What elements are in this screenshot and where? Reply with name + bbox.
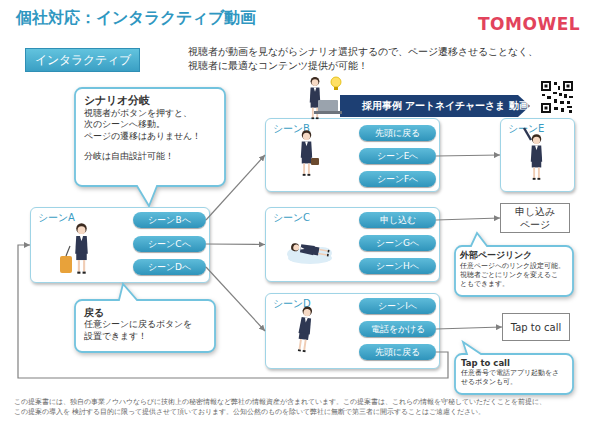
scene-button: シーンIへ: [359, 298, 436, 314]
flow-connector: [436, 327, 502, 329]
qr-code: [540, 80, 574, 114]
scene-box: シーンAシーンBへシーンCへシーンDへ: [30, 207, 210, 283]
node-text: 申し込み ページ: [506, 205, 564, 231]
node-text: 電話をかける: [371, 323, 425, 336]
node-text: シーンEへ: [377, 150, 419, 163]
scene-button: シーンEへ: [359, 148, 436, 164]
scene-button: シーンDへ: [133, 259, 206, 275]
node-text: シーンFへ: [377, 173, 418, 186]
confidential-notice: この提案書には、独自の事業ノウハウならびに技術上の秘密情報など弊社の情報資産が含…: [14, 398, 580, 418]
node-text: 先頭に戻る: [375, 346, 420, 359]
bubble-outline: [75, 88, 225, 206]
banner-arrow: [340, 95, 530, 117]
flow-connector: [436, 155, 500, 156]
node-text: Tap to call: [461, 358, 567, 369]
node-text: シナリオ分岐: [84, 94, 216, 108]
callout-bubble: Tap to call任意番号で電話アプリ起動をさ せるボタンも可。: [455, 354, 573, 394]
node-text: 戻る: [84, 306, 206, 319]
destination-box: 申し込み ページ: [500, 203, 570, 233]
node-text: 任意シーンに戻るボタンを 設置できます！: [84, 319, 206, 342]
case-banner: 採用事例 アートネイチャーさま 動画: [340, 95, 530, 117]
node-text: シーンDへ: [148, 261, 191, 274]
presenter-figure: [310, 77, 342, 119]
node-text: 外部ページリンク: [460, 250, 568, 262]
scene-button: 先頭に戻る: [359, 125, 436, 141]
scene-box: シーンE: [500, 118, 575, 192]
node-text: Tap to call: [511, 321, 562, 334]
node-text: 分岐は自由設計可能！: [84, 151, 216, 163]
scene-button: 先頭に戻る: [359, 344, 436, 360]
node-text: 視聴者がボタンを押すと、 次のシーンへ移動。 ページの遷移はありません！: [84, 108, 216, 143]
callout-bubble: シナリオ分岐視聴者がボタンを押すと、 次のシーンへ移動。 ページの遷移はありませ…: [75, 88, 225, 186]
flow-connector: [206, 243, 265, 245]
scene-button: 申し込む: [359, 212, 436, 228]
node-text: 申し込む: [380, 214, 416, 227]
node-text: 先頭に戻る: [375, 127, 420, 140]
node-text: 任意ページへのリンク設定可能。 視聴者ごとにリンクを変えるこ ともできます。: [460, 262, 568, 289]
bubble-outline: [455, 233, 573, 296]
node-text: インタラクティブ: [35, 53, 131, 68]
flow-connector: [436, 218, 500, 220]
node-text: シーンE: [501, 119, 574, 136]
node-text: シーンHへ: [376, 260, 419, 273]
scene-button: シーンFへ: [359, 171, 436, 187]
scene-button: シーンGへ: [359, 235, 436, 251]
node-text: シーンGへ: [376, 237, 419, 250]
scene-button: 電話をかける: [359, 321, 436, 337]
callout-bubble: 戻る任意シーンに戻るボタンを 設置できます！: [75, 300, 215, 352]
node-text: シーンBへ: [148, 214, 190, 227]
scene-box: シーンDシーンIへ電話をかける先頭に戻る: [265, 293, 440, 369]
description-text: 視聴者が動画を見ながらシナリオ選択するので、ページ遷移させることなく、 視聴者に…: [188, 45, 573, 72]
node-text: シーンIへ: [378, 300, 417, 313]
node-text: 採用事例 アートネイチャーさま 動画: [362, 100, 529, 113]
scene-button: シーンHへ: [359, 258, 436, 274]
callout-bubble: 外部ページリンク任意ページへのリンク設定可能。 視聴者ごとにリンクを変えるこ と…: [455, 246, 573, 296]
bubble-outline: [75, 284, 215, 352]
destination-box: Tap to call: [502, 313, 570, 341]
scene-box: シーンC申し込むシーンGへシーンHへ: [265, 207, 440, 282]
node-text: シーンCへ: [148, 238, 190, 251]
bubble-outline: [455, 342, 573, 394]
page-title: 個社対応：インタラクティブ動画: [16, 8, 256, 29]
scene-button: シーンBへ: [133, 212, 206, 228]
tab-label: インタラクティブ: [25, 48, 140, 72]
company-logo: TOMOWEL: [478, 14, 578, 34]
scene-box: シーンB先頭に戻るシーンEへシーンFへ: [265, 118, 440, 192]
scene-button: シーンCへ: [133, 236, 206, 252]
node-text: 任意番号で電話アプリ起動をさ せるボタンも可。: [461, 369, 567, 387]
